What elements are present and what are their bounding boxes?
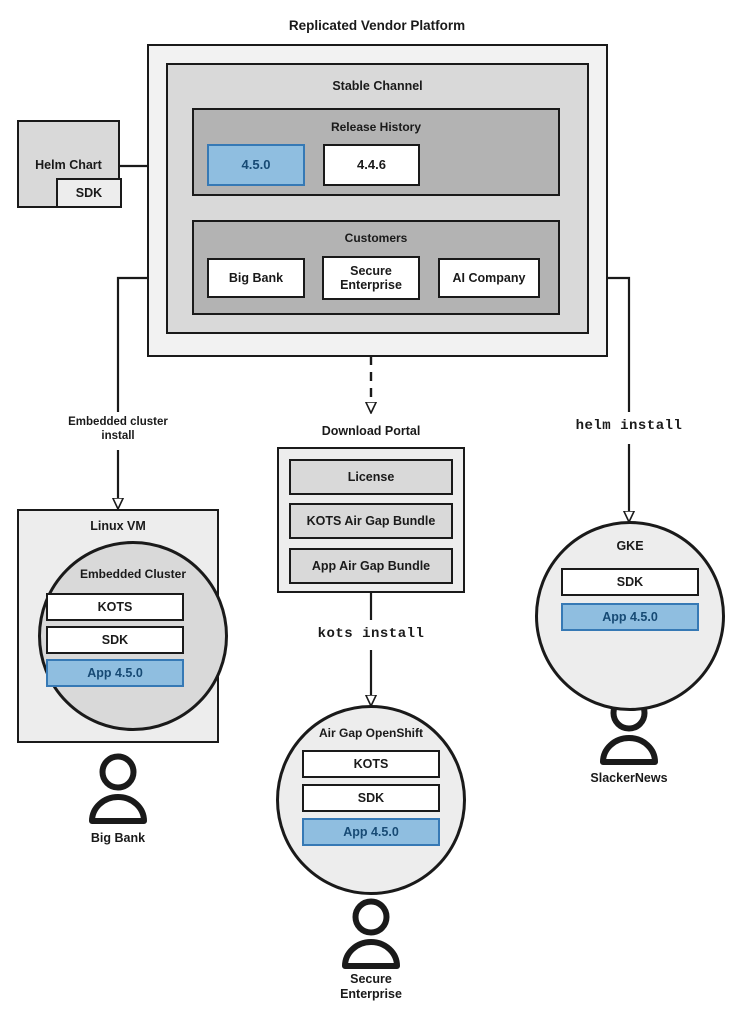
gke-component-sdk[interactable]: SDK [561,568,699,596]
embedded-cluster-title: Embedded Cluster [79,567,187,581]
customer-ai-company[interactable]: AI Company [438,258,540,298]
persona-label-big-bank: Big Bank [90,831,146,845]
customers-title: Customers [344,231,408,245]
connector-label-embedded-cluster-install: Embedded cluster install [38,416,198,444]
gke-title: GKE [616,539,644,553]
helm-chart-sdk-box[interactable]: SDK [56,178,122,208]
gke-component-app[interactable]: App 4.5.0 [561,603,699,631]
customer-big-bank[interactable]: Big Bank [207,258,305,298]
connector-label-line1: Embedded cluster [68,416,168,428]
persona-line1: Secure [350,972,392,986]
persona-label-secure-enterprise: Secure Enterprise [291,972,451,1002]
persona-line2: Enterprise [340,987,402,1001]
artifact-kots-air-gap-bundle[interactable]: KOTS Air Gap Bundle [289,503,453,539]
page-title: Replicated Vendor Platform [288,18,466,33]
customer-secure-enterprise[interactable]: Secure Enterprise [322,256,420,300]
air-gap-openshift-title: Air Gap OpenShift [318,726,423,740]
person-icon [89,753,147,824]
linux-vm-component-sdk[interactable]: SDK [46,626,184,654]
stable-channel-title: Stable Channel [332,79,423,93]
artifact-app-air-gap-bundle[interactable]: App Air Gap Bundle [289,548,453,584]
linux-vm-component-app[interactable]: App 4.5.0 [46,659,184,687]
release-4-4-6[interactable]: 4.4.6 [323,144,420,186]
openshift-component-sdk[interactable]: SDK [302,784,440,812]
linux-vm-component-kots[interactable]: KOTS [46,593,184,621]
connector-label-kots-install: kots install [317,626,425,642]
openshift-component-app[interactable]: App 4.5.0 [302,818,440,846]
artifact-license[interactable]: License [289,459,453,495]
linux-vm-title: Linux VM [90,519,146,533]
release-4-5-0[interactable]: 4.5.0 [207,144,305,186]
connector-label-line2: install [101,429,135,442]
connector-label-helm-install: helm install [575,418,683,434]
person-icon [342,898,400,969]
release-history-title: Release History [330,120,422,134]
persona-label-slackernews: SlackerNews [590,771,668,785]
download-portal-title: Download Portal [321,424,421,438]
helm-chart-label: Helm Chart [35,158,102,172]
openshift-component-kots[interactable]: KOTS [302,750,440,778]
